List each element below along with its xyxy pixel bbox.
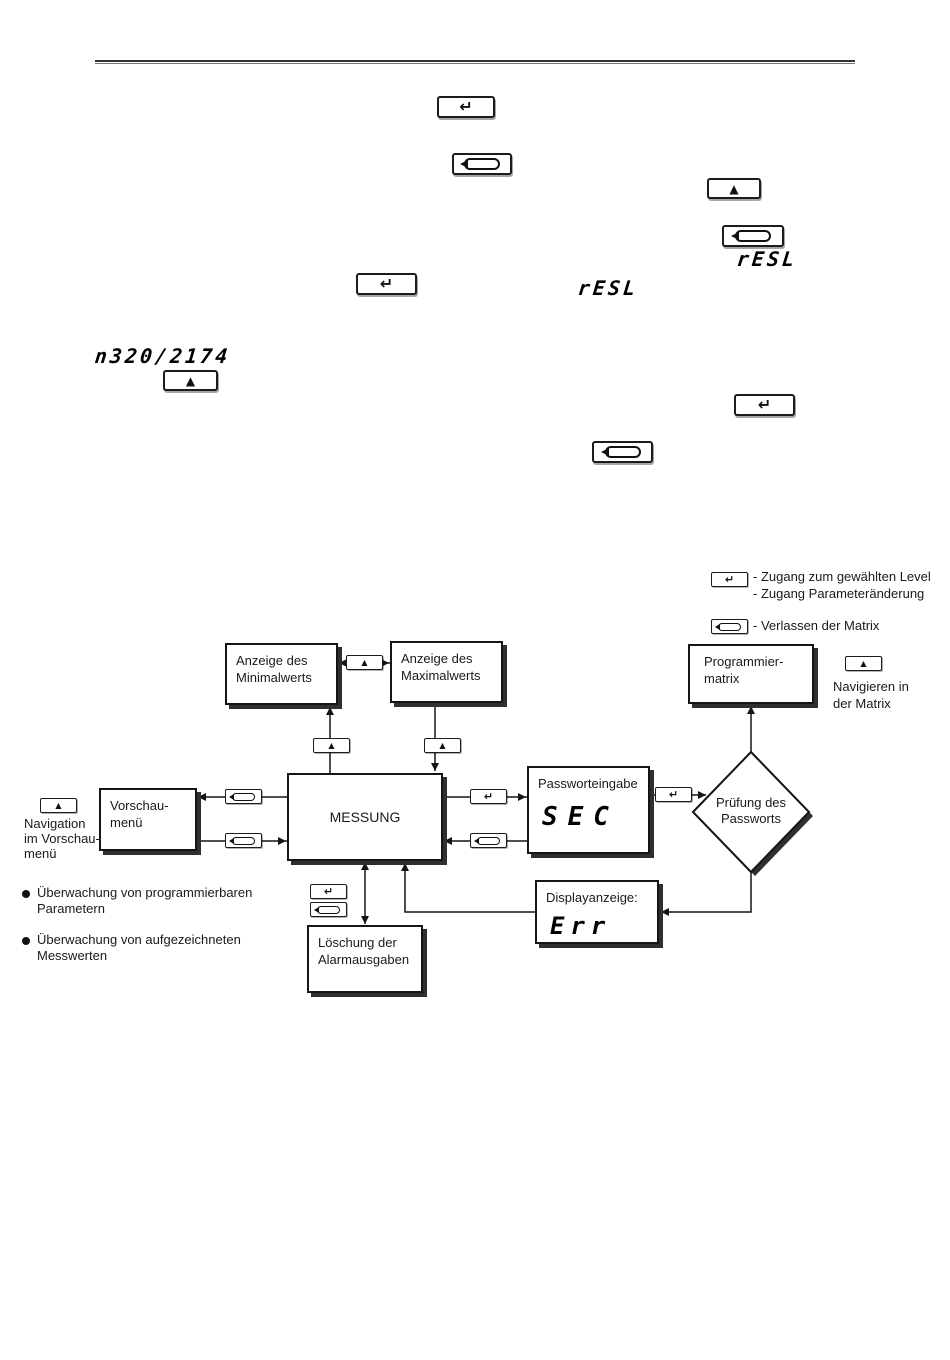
enter-key-icon: ↵ <box>437 96 495 118</box>
up-arrow-icon: ▲ <box>55 800 62 810</box>
password-entry-box: Passworteingabe SEC <box>527 766 650 854</box>
legend-line: Navigation <box>24 816 86 831</box>
box-label: menü <box>110 814 143 830</box>
legend-line: - Zugang zum gewählten Level <box>753 569 931 584</box>
note-line: Messwerten <box>37 948 108 963</box>
box-label: Programmier- <box>704 654 784 669</box>
loop-arrow-icon <box>460 158 500 170</box>
loop-arrow-icon <box>600 446 641 458</box>
seven-segment-display-model: n320/2174 <box>93 344 232 368</box>
up-key-icon: ▲ <box>845 656 882 671</box>
up-key-icon: ▲ <box>163 370 218 391</box>
legend-line: Navigieren in <box>833 679 909 694</box>
note-line: Parametern <box>37 901 105 916</box>
min-value-box: Anzeige des Minimalwerts <box>225 643 338 705</box>
loop-arrow-icon <box>229 836 255 845</box>
box-label: Löschung der <box>318 935 397 950</box>
up-key-icon: ▲ <box>313 738 350 753</box>
enter-arrow-icon: ↵ <box>724 573 735 586</box>
alarm-clear-box: Löschung der Alarmausgaben <box>307 925 423 993</box>
programming-matrix-box: Programmier- matrix <box>688 644 814 704</box>
legend-line: - Zugang Parameteränderung <box>753 586 925 601</box>
escape-key-icon <box>225 833 262 848</box>
header-rule-thin <box>95 63 855 64</box>
up-key-icon: ▲ <box>424 738 461 753</box>
legend-line: im Vorschau- <box>24 831 100 846</box>
box-label: matrix <box>704 670 740 686</box>
enter-key-icon: ↵ <box>734 394 795 416</box>
preview-navigation-legend: Navigation im Vorschau- menü <box>24 816 100 861</box>
diamond-line: Prüfung des <box>715 795 787 810</box>
legend-line: menü <box>24 846 57 861</box>
box-label: Vorschau- <box>110 798 169 813</box>
enter-arrow-icon: ↵ <box>668 788 679 801</box>
note-line: Überwachung von aufgezeichneten <box>37 932 241 947</box>
preview-menu-box: Vorschau- menü <box>99 788 197 851</box>
enter-key-icon: ↵ <box>655 787 692 802</box>
enter-key-icon: ↵ <box>310 884 347 899</box>
seven-segment-display-resl: rESL <box>735 247 799 271</box>
box-label: MESSUNG <box>329 808 401 825</box>
escape-key-icon <box>722 225 784 247</box>
box-label: Alarmausgaben <box>318 951 410 967</box>
loop-arrow-icon <box>731 230 771 242</box>
seven-segment-display-sec: SEC <box>542 801 619 832</box>
enter-arrow-icon: ↵ <box>483 790 494 803</box>
enter-key-legend: - Zugang zum gewählten Level - Zugang Pa… <box>753 568 931 602</box>
bullet-icon <box>22 890 30 898</box>
enter-key-icon: ↵ <box>356 273 417 295</box>
box-label: Displayanzeige: <box>546 890 638 905</box>
box-label: Anzeige des <box>401 651 473 666</box>
up-arrow-icon: ▲ <box>361 657 368 667</box>
up-arrow-icon: ▲ <box>185 373 196 388</box>
escape-key-icon <box>225 789 262 804</box>
password-check-label: Prüfung des Passworts <box>701 795 801 827</box>
up-arrow-icon: ▲ <box>328 740 335 750</box>
escape-key-icon <box>452 153 512 175</box>
loop-arrow-icon <box>715 622 741 631</box>
enter-key-icon: ↵ <box>470 789 507 804</box>
enter-arrow-icon: ↵ <box>323 885 334 898</box>
bullet-note-parameters: Überwachung von programmierbaren Paramet… <box>37 885 252 917</box>
password-check-diamond <box>691 750 813 876</box>
box-label: Minimalwerts <box>236 669 312 685</box>
loop-arrow-icon <box>314 905 340 914</box>
max-value-box: Anzeige des Maximalwerts <box>390 641 503 703</box>
matrix-navigation-legend: Navigieren in der Matrix <box>833 678 909 712</box>
escape-key-icon <box>470 833 507 848</box>
box-label: Maximalwerts <box>401 667 481 683</box>
enter-arrow-icon: ↵ <box>379 274 394 293</box>
up-key-icon: ▲ <box>707 178 761 199</box>
bullet-note-recorded-values: Überwachung von aufgezeichneten Messwert… <box>37 932 241 964</box>
up-arrow-icon: ▲ <box>439 740 446 750</box>
up-key-icon: ▲ <box>40 798 77 813</box>
escape-key-icon <box>592 441 653 463</box>
up-arrow-icon: ▲ <box>860 658 867 668</box>
box-label: Anzeige des <box>236 653 308 668</box>
diamond-line: Passworts <box>721 811 781 826</box>
bullet-icon <box>22 937 30 945</box>
enter-arrow-icon: ↵ <box>757 395 772 414</box>
note-line: Überwachung von programmierbaren <box>37 885 253 900</box>
seven-segment-display-err: Err <box>550 911 612 940</box>
box-label: Passworteingabe <box>538 776 638 791</box>
loop-arrow-icon <box>474 836 500 845</box>
display-error-box: Displayanzeige: Err <box>535 880 659 944</box>
up-arrow-icon: ▲ <box>729 181 739 196</box>
loop-arrow-icon <box>229 792 255 801</box>
escape-key-legend: - Verlassen der Matrix <box>753 618 880 633</box>
measurement-box: MESSUNG <box>287 773 443 861</box>
enter-arrow-icon: ↵ <box>459 97 473 116</box>
header-rule <box>95 60 855 62</box>
seven-segment-display-resl: rESL <box>576 276 640 300</box>
up-key-icon: ▲ <box>346 655 383 670</box>
escape-key-icon <box>310 902 347 917</box>
escape-key-icon <box>711 619 748 634</box>
legend-line: der Matrix <box>833 696 891 711</box>
enter-key-icon: ↵ <box>711 572 748 587</box>
